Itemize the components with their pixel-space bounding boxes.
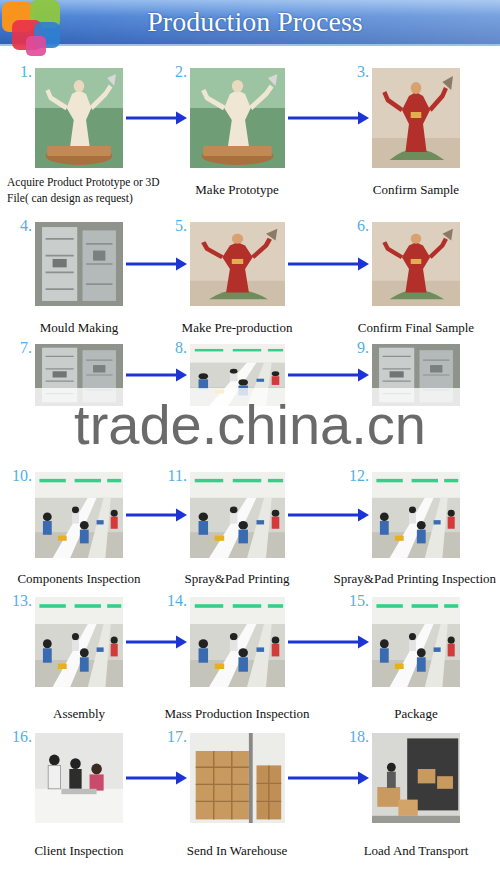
photo — [35, 597, 123, 687]
header-bar — [0, 0, 500, 46]
step-caption: Spray&Pad Printing — [184, 571, 289, 587]
photo — [35, 472, 123, 558]
photo — [372, 733, 460, 823]
step-caption: Make Prototype — [195, 182, 278, 198]
step-caption: Package — [394, 706, 437, 722]
flow-arrow — [126, 509, 187, 522]
flow-arrow — [288, 369, 369, 382]
step-number: 8. — [175, 339, 187, 357]
step-frame: 4.Mould Making — [35, 222, 123, 306]
flow-arrow — [126, 636, 187, 649]
photo — [190, 597, 285, 687]
step-caption: Assembly — [53, 706, 105, 722]
step-frame: 11.Spray&Pad Printing — [190, 472, 285, 558]
step-caption: Confirm Final Sample — [358, 320, 474, 336]
step-caption: Mould Making — [40, 320, 118, 336]
flow-arrow — [126, 772, 187, 785]
step-number: 11. — [168, 467, 187, 485]
step-frame: 10.Components Inspection — [35, 472, 123, 558]
step-caption: Mass Production Inspection — [164, 706, 309, 722]
step-number: 13. — [12, 592, 32, 610]
step-number: 10. — [12, 467, 32, 485]
step-frame: 1.Acquire Product Prototype or 3D File( … — [35, 68, 123, 168]
photo — [190, 222, 285, 306]
step-caption: Client Inspection — [34, 843, 123, 859]
step-frame: 18.Load And Transport — [372, 733, 460, 823]
page-title: Production Process — [70, 3, 440, 41]
step-number: 2. — [175, 63, 187, 81]
step-frame: 17.Send In Warehouse — [190, 733, 285, 823]
flow-arrow — [288, 636, 369, 649]
step-number: 6. — [357, 217, 369, 235]
step-caption: Spray&Pad Printing Inspection — [334, 571, 497, 587]
step-frame: 6.Confirm Final Sample — [372, 222, 460, 306]
step-caption: Acquire Product Prototype or 3D File( ca… — [7, 174, 175, 206]
step-number: 1. — [20, 63, 32, 81]
photo — [372, 597, 460, 687]
step-number: 5. — [175, 217, 187, 235]
logo — [2, 0, 60, 56]
step-number: 9. — [357, 339, 369, 357]
step-caption: Load And Transport — [364, 843, 469, 859]
step-caption: Components Inspection — [17, 571, 140, 587]
step-frame: 2.Make Prototype — [190, 68, 285, 168]
photo — [35, 222, 123, 306]
step-number: 14. — [167, 592, 187, 610]
step-caption: Send In Warehouse — [187, 843, 288, 859]
flow-arrow — [288, 112, 369, 125]
step-number: 17. — [167, 728, 187, 746]
watermark: trade.china.cn — [0, 395, 500, 455]
step-number: 12. — [349, 467, 369, 485]
step-caption: Confirm Sample — [373, 182, 459, 198]
step-frame: 13.Assembly — [35, 597, 123, 687]
step-number: 7. — [20, 339, 32, 357]
photo — [35, 733, 123, 823]
step-frame: 14.Mass Production Inspection — [190, 597, 285, 687]
flow-arrow — [288, 509, 369, 522]
photo — [35, 68, 123, 168]
watermark-band — [0, 388, 500, 462]
photo — [190, 733, 285, 823]
step-frame: 12.Spray&Pad Printing Inspection — [372, 472, 460, 558]
step-frame: 15.Package — [372, 597, 460, 687]
step-number: 16. — [12, 728, 32, 746]
flow-arrow — [126, 258, 187, 271]
step-frame: 3.Confirm Sample — [372, 68, 460, 168]
photo — [190, 472, 285, 558]
flow-arrow — [126, 112, 187, 125]
step-number: 18. — [349, 728, 369, 746]
step-caption: Make Pre-production — [182, 320, 293, 336]
step-number: 4. — [20, 217, 32, 235]
photo — [190, 68, 285, 168]
photo — [372, 68, 460, 168]
flow-arrow — [288, 258, 369, 271]
photo — [372, 222, 460, 306]
flow-arrow — [288, 772, 369, 785]
step-frame: 16.Client Inspection — [35, 733, 123, 823]
photo — [372, 472, 460, 558]
step-number: 15. — [349, 592, 369, 610]
step-number: 3. — [357, 63, 369, 81]
step-frame: 5.Make Pre-production — [190, 222, 285, 306]
flow-arrow — [126, 369, 187, 382]
